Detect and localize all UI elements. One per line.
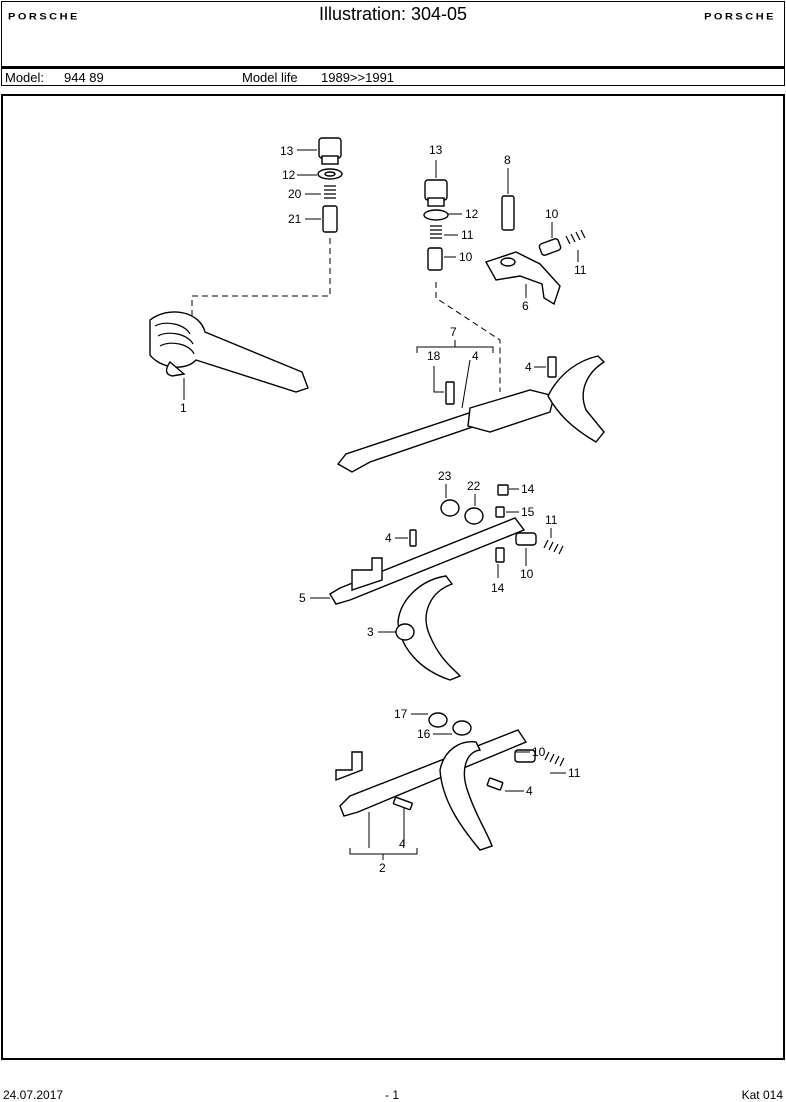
callout-23: 23 <box>438 469 452 483</box>
callout-4d: 4 <box>526 784 533 798</box>
part-group-shaft-2 <box>335 712 565 860</box>
callout-10b: 10 <box>545 207 559 221</box>
callout-3: 3 <box>367 625 374 639</box>
callout-17: 17 <box>394 707 408 721</box>
page-title: Illustration: 304-05 <box>318 4 468 24</box>
callout-14b: 14 <box>491 581 505 595</box>
footer-date: 24.07.2017 <box>3 1088 64 1102</box>
callout-2: 2 <box>379 861 386 875</box>
model-life-label: Model life <box>242 70 298 85</box>
callout-21: 21 <box>288 212 302 226</box>
part-group-upper-left <box>149 137 343 393</box>
callout-14a: 14 <box>521 482 535 496</box>
callout-18: 18 <box>427 349 441 363</box>
model-label: Model: <box>5 70 45 85</box>
callout-10c: 10 <box>520 567 534 581</box>
callout-10a: 10 <box>459 250 473 264</box>
callout-11a: 11 <box>461 228 474 242</box>
callout-11b: 11 <box>574 263 587 277</box>
callout-7: 7 <box>450 325 457 339</box>
callout-15: 15 <box>521 505 535 519</box>
callout-11c: 11 <box>545 513 558 527</box>
callout-8: 8 <box>504 153 511 167</box>
part-group-shaft-5 <box>329 484 564 681</box>
callout-11d: 11 <box>568 766 581 780</box>
illustration-frame <box>1 94 785 1060</box>
footer-catalog: Kat 014 <box>741 1088 783 1102</box>
part-group-shaft-7 <box>336 340 606 473</box>
callout-6: 6 <box>522 299 529 313</box>
brand-logo-right: PORSCHE <box>704 12 776 22</box>
callout-4e: 4 <box>399 837 406 851</box>
footer-page-number: - 1 <box>385 1088 400 1102</box>
part-group-upper-right <box>423 179 586 392</box>
leader-lines <box>183 149 579 848</box>
model-life-value: 1989>>1991 <box>321 70 395 85</box>
callout-22: 22 <box>467 479 481 493</box>
model-bar: Model: 944 89 Model life 1989>>1991 <box>1 67 785 86</box>
callout-1: 1 <box>180 401 187 415</box>
callout-5: 5 <box>299 591 306 605</box>
brand-logo-left: PORSCHE <box>8 12 80 22</box>
callout-4a: 4 <box>472 349 479 363</box>
callout-4b: 4 <box>525 360 532 374</box>
callout-4c: 4 <box>385 531 392 545</box>
callout-13a: 13 <box>280 144 294 158</box>
callout-12b: 12 <box>465 207 479 221</box>
callout-13b: 13 <box>429 143 443 157</box>
callout-20: 20 <box>288 187 302 201</box>
model-value: 944 89 <box>64 70 104 85</box>
callout-numbers: 13 12 20 21 1 13 12 11 10 8 10 11 6 7 18… <box>180 143 587 875</box>
callout-16: 16 <box>417 727 431 741</box>
callout-12a: 12 <box>282 168 296 182</box>
callout-10d: 10 <box>532 745 546 759</box>
header-box: PORSCHE Illustration: 304-05 PORSCHE <box>1 1 785 67</box>
